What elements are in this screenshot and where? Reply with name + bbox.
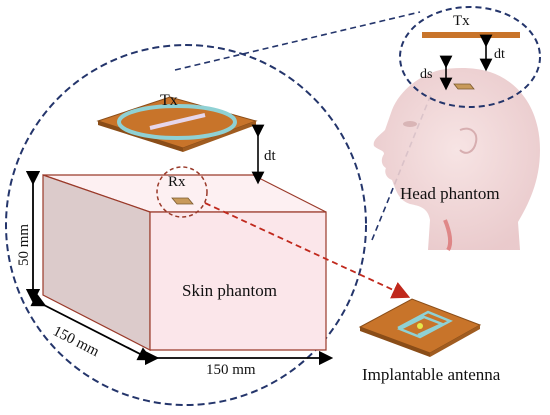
rx-chip	[171, 197, 194, 205]
inset-tx-plate	[422, 32, 520, 38]
tx-antenna-plate	[96, 96, 258, 152]
zoom-circle-inset	[399, 6, 541, 108]
tx-coil-ring	[117, 104, 237, 140]
inset-dt-label: dt	[494, 47, 505, 62]
implantable-antenna-label: Implantable antenna	[362, 365, 501, 384]
tx-label: Tx	[160, 92, 178, 109]
skin-phantom-label: Skin phantom	[182, 281, 277, 300]
depth-dimension-label: 150 mm	[50, 323, 102, 360]
depth-dimension-arrow	[30, 293, 153, 361]
rx-label: Rx	[168, 174, 186, 190]
dt-label: dt	[264, 148, 277, 164]
inset-rx-chip	[453, 83, 475, 90]
tx-coil-bar	[149, 113, 206, 130]
inset-ds-label: ds	[420, 67, 432, 82]
head-phantom-label: Head phantom	[400, 184, 500, 203]
inset-tx-label: Tx	[453, 13, 470, 29]
zoom-circle-main	[5, 44, 367, 406]
height-dimension-label: 50 mm	[16, 224, 32, 266]
zoom-arrow-rx	[204, 202, 411, 299]
zoom-line-top	[174, 11, 421, 71]
head-phantom-figure	[373, 67, 540, 252]
rx-highlight-circle	[156, 166, 208, 218]
width-dimension-label: 150 mm	[206, 362, 256, 378]
implantable-antenna-figure	[358, 298, 482, 357]
